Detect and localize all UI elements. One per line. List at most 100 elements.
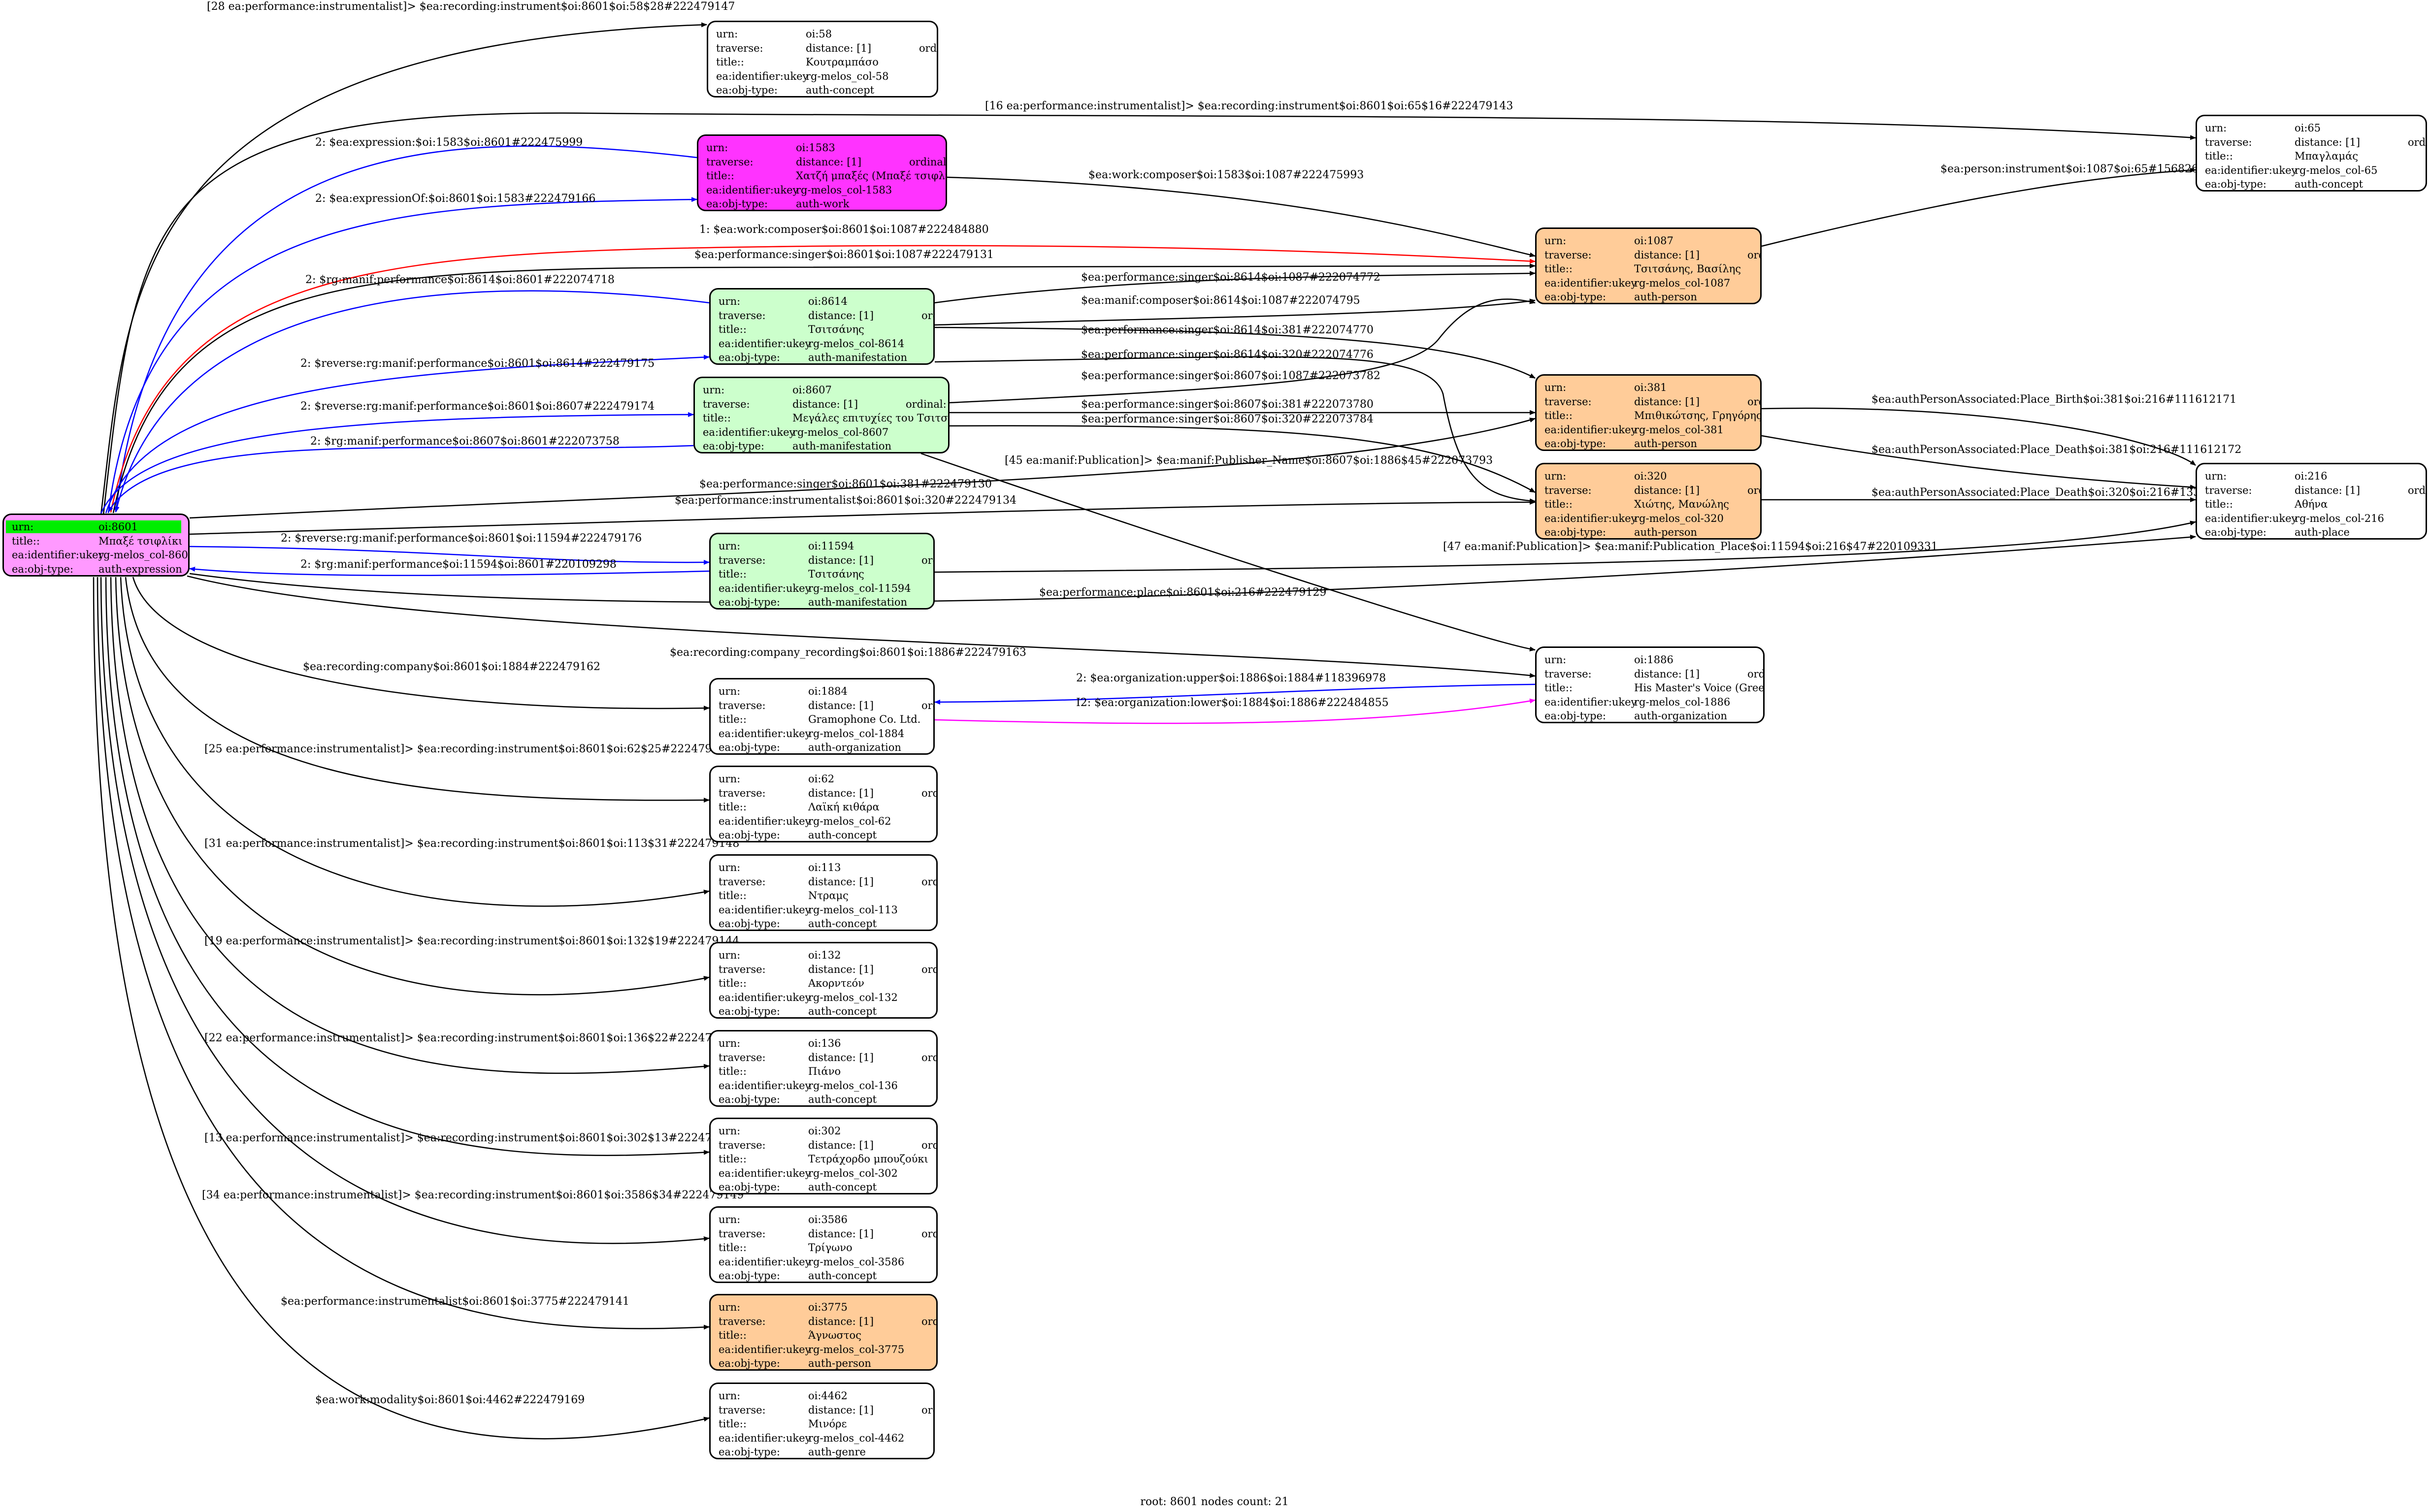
type-value: auth-concept	[808, 1094, 877, 1105]
edge-e132	[115, 577, 710, 996]
type-value: auth-manifestation	[808, 596, 908, 608]
ukey-key: ea:identifier:ukey	[719, 582, 811, 594]
ukey-value: rg-melos_col-65	[2295, 164, 2378, 176]
type-value: auth-organization	[808, 741, 901, 753]
traverse-value: distance: [1]	[1634, 668, 1700, 680]
type-value: auth-person	[1634, 526, 1697, 538]
ukey-key: ea:identifier:ukey	[719, 903, 811, 916]
ordinal-value: ordinal: 10	[1747, 484, 1760, 496]
title-key: title::	[703, 412, 731, 424]
title-key: title::	[1544, 498, 1573, 510]
edge-e62	[125, 577, 710, 803]
edge-e1087s	[112, 263, 1536, 514]
type-value: auth-work	[796, 198, 850, 210]
ukey-key: ea:identifier:ukey	[719, 1343, 811, 1355]
traverse-key: traverse:	[719, 1404, 766, 1416]
edge-e8614_320	[934, 356, 1536, 504]
traverse-key: traverse:	[716, 42, 763, 54]
type-value: auth-person	[1634, 438, 1697, 450]
type-value: auth-concept	[2295, 178, 2363, 190]
edge-label-e1886: $ea:recording:company_recording$oi:8601$…	[670, 646, 1026, 659]
type-key: ea:obj-type:	[719, 1446, 780, 1458]
urn-key: urn:	[719, 949, 741, 961]
urn-value: oi:11594	[808, 540, 854, 552]
type-key: ea:obj-type:	[719, 1005, 780, 1017]
ukey-key: ea:identifier:ukey	[1544, 696, 1637, 708]
urn-value: oi:136	[808, 1037, 841, 1049]
traverse-key: traverse:	[719, 1139, 766, 1151]
edge-label-e1583b: 2: $ea:expressionOf:$oi:8601$oi:1583#222…	[315, 193, 595, 205]
ordinal-value: ordinal: 20	[921, 1227, 936, 1240]
edge-e8614_1087s	[934, 271, 1536, 304]
urn-key: urn:	[719, 540, 741, 552]
ukey-value: rg-melos_col-8614	[808, 337, 905, 350]
urn-key: urn:	[719, 295, 741, 307]
type-key: ea:obj-type:	[703, 440, 764, 452]
ukey-key: ea:identifier:ukey	[12, 549, 104, 561]
ukey-key: ea:identifier:ukey	[719, 1255, 811, 1268]
ordinal-value: ordinal: 7	[921, 1404, 933, 1416]
ukey-key: ea:identifier:ukey	[1544, 423, 1637, 436]
edge-label-e3775: $ea:performance:instrumentalist$oi:8601$…	[281, 1295, 629, 1308]
edge-e8614_1087c	[934, 298, 1536, 326]
type-key: ea:obj-type:	[2205, 178, 2266, 190]
edge-label-e8607_381: $ea:performance:singer$oi:8607$oi:381#22…	[1081, 398, 1374, 411]
ukey-key: ea:identifier:ukey	[719, 337, 811, 350]
edge-label-e11594_216: [47 ea:manif:Publication]> $ea:manif:Pub…	[1443, 541, 1938, 553]
ukey-key: ea:identifier:ukey	[719, 991, 811, 1003]
urn-value: oi:62	[808, 773, 835, 785]
ukey-value: rg-melos_col-1087	[1634, 277, 1731, 289]
edge-label-e65: [16 ea:performance:instrumentalist]> $ea…	[985, 100, 1513, 112]
traverse-key: traverse:	[719, 699, 766, 711]
type-key: ea:obj-type:	[1544, 710, 1606, 722]
edge-e1087_65	[1761, 167, 2196, 247]
edge-label-e8607_320: $ea:performance:singer$oi:8607$oi:320#22…	[1081, 413, 1374, 425]
traverse-key: traverse:	[719, 963, 766, 975]
root-node-8601[interactable]: urn:oi:8601 title::Μπαξέ τσιφλίκι ea:ide…	[2, 514, 190, 577]
type-key: ea:obj-type:	[719, 596, 780, 608]
edge-e8614b	[105, 354, 710, 514]
edge-label-e381_216b: $ea:authPersonAssociated:Place_Birth$oi:…	[1871, 393, 2236, 406]
type-key: ea:obj-type:	[719, 741, 780, 753]
title-value: His Master's Voice (Greece)	[1634, 682, 1765, 694]
type-key: ea:obj-type:	[719, 1357, 780, 1369]
traverse-value: distance: [1]	[808, 963, 874, 975]
edge-e8607a	[107, 445, 694, 513]
ukey-value: rg-melos_col-4462	[808, 1432, 905, 1444]
ordinal-value: ordinal: 14	[2408, 136, 2427, 148]
type-value: auth-place	[2295, 526, 2350, 538]
urn-key: urn:	[2205, 470, 2227, 482]
edge-label-e11594a: 2: $rg:manif:performance$oi:11594$oi:860…	[300, 558, 617, 571]
ukey-key: ea:identifier:ukey	[2205, 164, 2298, 176]
ukey-value: rg-melos_col-3586	[808, 1255, 905, 1268]
title-key: title::	[716, 56, 744, 68]
urn-key: urn:	[719, 685, 741, 697]
traverse-key: traverse:	[1544, 395, 1592, 408]
traverse-value: distance: [1]	[792, 398, 858, 410]
edge-label-e8614_1087s: $ea:performance:singer$oi:8614$oi:1087#2…	[1081, 271, 1380, 284]
edge-label-e320: $ea:performance:instrumentalist$oi:8601$…	[675, 494, 1017, 507]
title-key: title::	[719, 801, 747, 813]
urn-key: urn:	[719, 1125, 741, 1137]
